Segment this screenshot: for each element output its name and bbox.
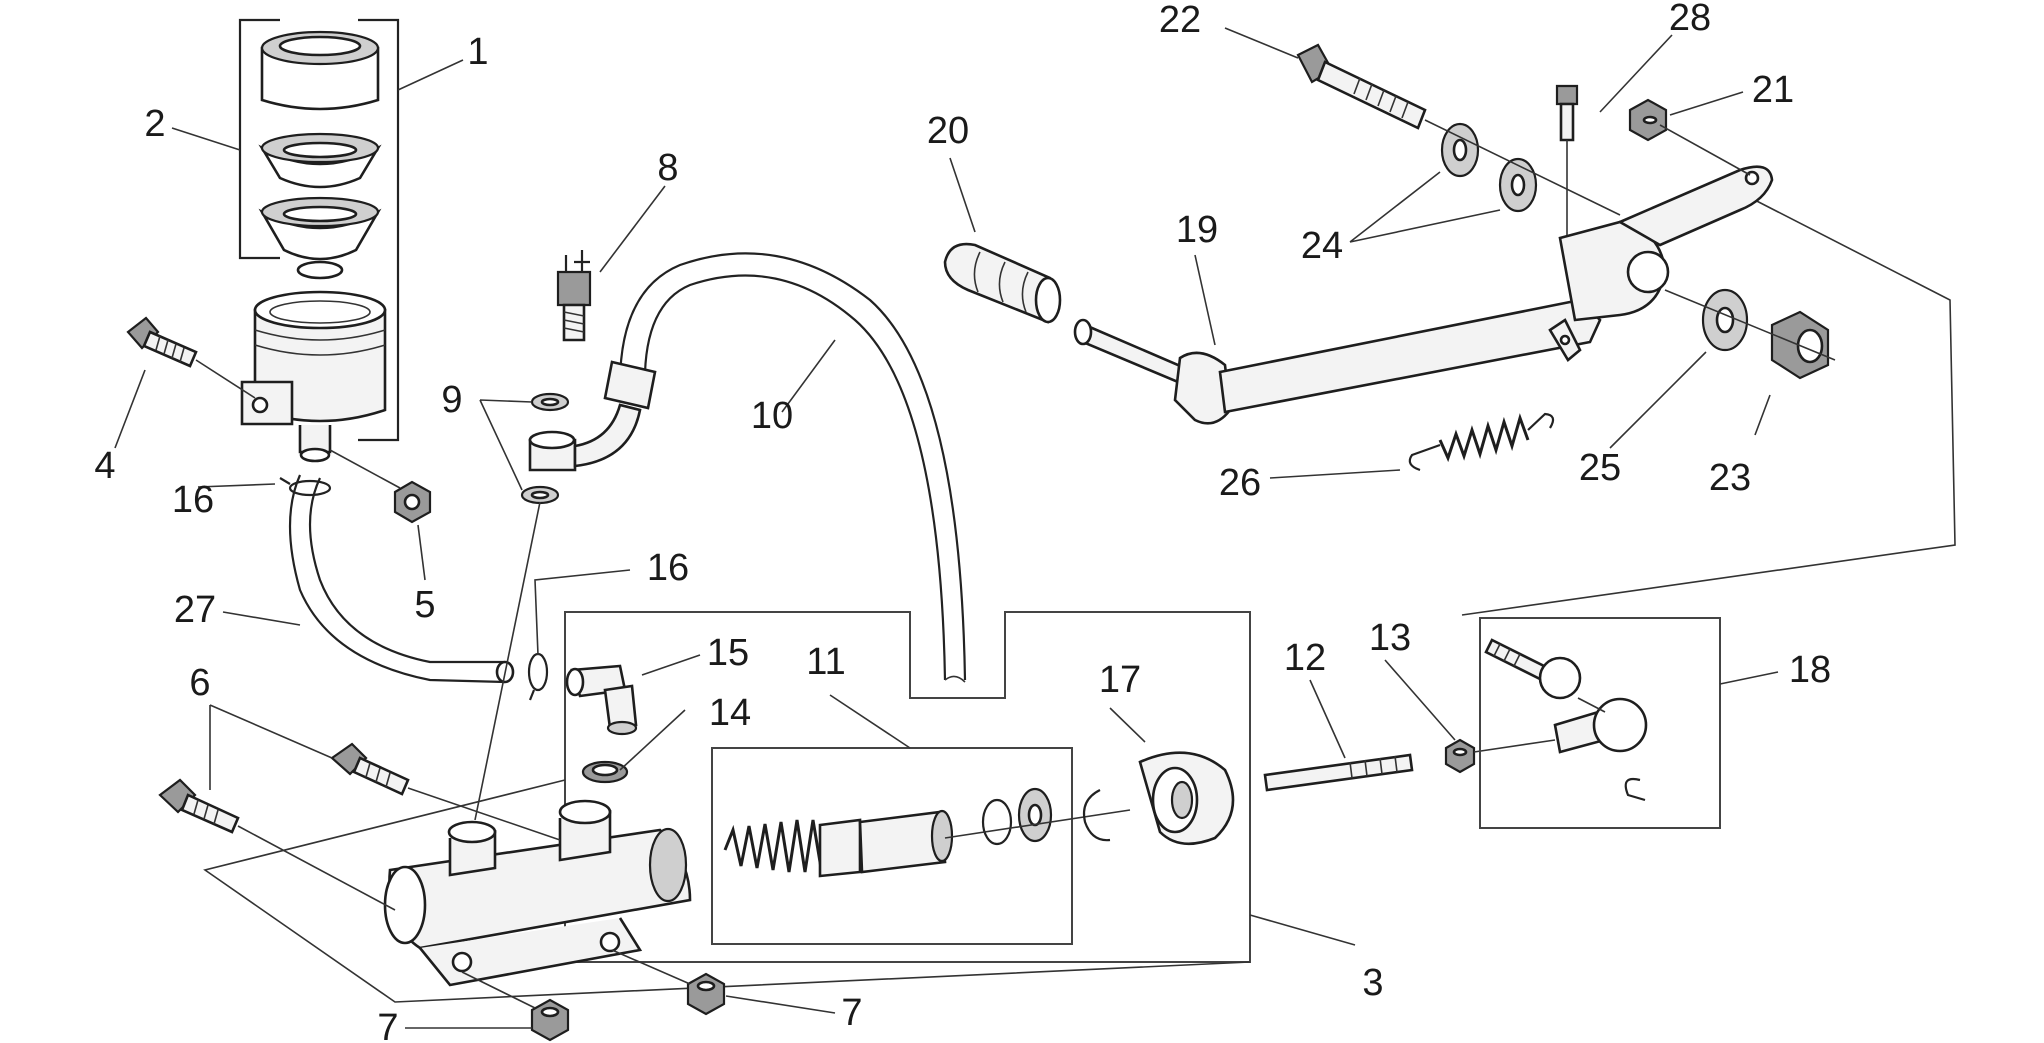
callout-7-right: 7	[841, 992, 862, 1034]
callout-26: 26	[1219, 462, 1261, 504]
master-cylinder-group-box-3	[564, 611, 1251, 963]
piston-spring	[723, 819, 823, 873]
callout-1: 1	[467, 31, 488, 73]
bolt-6-right	[330, 742, 561, 841]
hose-fitting-15	[565, 664, 638, 736]
washer-25	[1701, 288, 1749, 352]
callout-5: 5	[414, 584, 435, 626]
pivot-bolt-22	[1296, 43, 1427, 130]
pedal-axis-line	[1664, 289, 1836, 361]
brake-pedal-lever-19	[1073, 165, 1774, 425]
callout-4: 4	[94, 445, 115, 487]
callout-23: 23	[1709, 457, 1751, 499]
group-3-perspective-lines	[203, 779, 1251, 1003]
callout-28: 28	[1669, 0, 1711, 39]
piston-kit-box-11	[711, 747, 1073, 945]
ball-stud	[1484, 638, 1582, 700]
callout-6: 6	[189, 662, 210, 704]
callout-24: 24	[1301, 225, 1343, 267]
ball-socket	[1553, 697, 1648, 754]
pushrod-12	[1263, 753, 1414, 792]
callout-9: 9	[441, 379, 462, 421]
master-cylinder-body	[383, 799, 692, 987]
ball-joint-box-18	[1479, 617, 1721, 829]
callout-15: 15	[707, 632, 749, 674]
callout-2: 2	[144, 103, 165, 145]
seal-14	[581, 760, 629, 784]
washer-24-lower	[1498, 157, 1538, 213]
nut-21	[1628, 98, 1751, 176]
callout-12: 12	[1284, 637, 1326, 679]
hose-clamp-16-lower	[527, 652, 549, 701]
callout-16-upper: 16	[172, 479, 214, 521]
callout-27: 27	[174, 589, 216, 631]
callout-labels: 1 2 3 4 5 6 7 7 8 9 10 11 12 13 14 15 16…	[94, 0, 1831, 1043]
pressure-switch-8	[556, 250, 592, 342]
screw-28	[1555, 84, 1579, 235]
callout-20: 20	[927, 110, 969, 152]
callout-19: 19	[1176, 209, 1218, 251]
nut-7-right	[611, 949, 726, 1016]
nut-5	[329, 449, 432, 524]
washer-9-upper	[530, 392, 570, 412]
washer-24-upper	[1440, 122, 1480, 178]
callout-11: 11	[806, 641, 845, 683]
nut-7-left	[461, 971, 570, 1042]
nut-13	[1444, 738, 1556, 774]
callout-10: 10	[751, 395, 793, 437]
piston-washer	[1017, 787, 1053, 843]
reservoir-body	[240, 290, 387, 463]
dust-boot-17	[1138, 751, 1235, 846]
reservoir-cap	[260, 30, 380, 111]
callout-7-left: 7	[377, 1007, 398, 1043]
circlip	[1082, 789, 1111, 842]
washer-9-lower	[520, 485, 560, 505]
ball-joint-leader	[1461, 194, 1956, 616]
piston-o-ring	[981, 798, 1013, 846]
banjo-fitting	[528, 403, 642, 472]
callout-14: 14	[709, 692, 751, 734]
reservoir-diaphragm-lower	[258, 196, 382, 280]
piston	[818, 809, 954, 878]
hose-clamp-16-upper	[279, 477, 332, 497]
bolt-6-left	[158, 778, 396, 911]
pivot-axis-line	[1424, 119, 1621, 216]
callout-17: 17	[1099, 659, 1141, 701]
footpeg-rubber-20	[943, 242, 1062, 324]
reservoir-bracket	[238, 18, 400, 442]
switch-axis-line	[474, 501, 541, 821]
return-spring-26	[1408, 412, 1555, 472]
callout-13: 13	[1369, 617, 1411, 659]
callout-18: 18	[1789, 649, 1831, 691]
brake-line-10	[603, 252, 967, 683]
callout-21: 21	[1752, 69, 1794, 111]
callout-3: 3	[1362, 962, 1383, 1004]
callout-22: 22	[1159, 0, 1201, 41]
callout-25: 25	[1579, 447, 1621, 489]
bolt-4	[126, 316, 256, 399]
callout-8: 8	[657, 147, 678, 189]
reservoir-diaphragm-upper	[258, 132, 382, 189]
callout-16-lower: 16	[647, 547, 689, 589]
leader-lines	[114, 27, 1779, 1029]
retaining-clip	[1624, 777, 1646, 802]
piston-axis-line	[944, 809, 1131, 839]
